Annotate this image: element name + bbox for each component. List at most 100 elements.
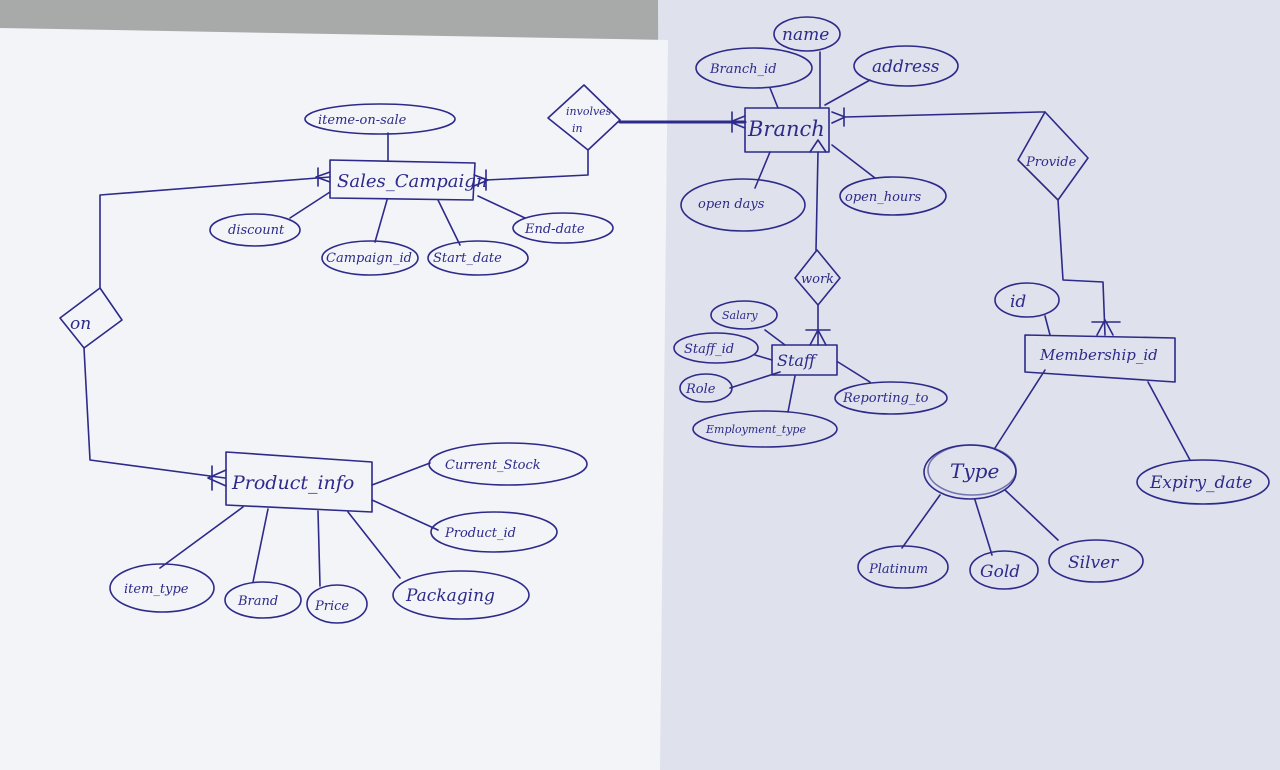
entity-staff: Staff (771, 344, 838, 376)
line-attr-silver (1004, 489, 1059, 541)
attr-employment-type-label: Employment_type (705, 423, 806, 436)
right-paper-sheet (658, 0, 1280, 770)
attr-expiry-date: Expiry_date (1136, 459, 1270, 505)
crowfoot-staff (805, 329, 831, 346)
attr-branch-id-label: Branch_id (709, 62, 777, 77)
entity-membership: Membership_id (1024, 334, 1176, 383)
line-attr-start-date (437, 199, 461, 246)
attr-open-days-label: open days (698, 197, 765, 212)
relationship-provide-label: Provide (1025, 155, 1077, 170)
attr-staff-id-label: Staff_id (684, 342, 734, 357)
crowfoot-campaign-right (473, 169, 489, 191)
connector-lines (83, 51, 1191, 587)
attr-type: Type (923, 444, 1017, 500)
line-attr-campaign-id (374, 199, 388, 243)
crowfoot-branch-right (831, 107, 846, 127)
attr-product-id: Product_id (430, 511, 558, 553)
crowfoot-membership (1091, 319, 1121, 336)
line-on-product (83, 347, 226, 479)
line-attr-gold (974, 499, 993, 556)
line-provide-membership (1057, 199, 1106, 336)
line-attr-type (994, 369, 1046, 449)
relationship-on: on (59, 287, 123, 349)
attr-role: Role (679, 373, 733, 403)
left-paper-sheet (0, 28, 668, 770)
involves-in-line2: in (572, 122, 583, 135)
attr-packaging: Packaging (392, 570, 530, 620)
attr-address-label: address (872, 57, 940, 77)
line-campaign-on (99, 176, 331, 289)
attr-salary: Salary (710, 300, 778, 330)
attr-item-type: item_type (109, 563, 215, 613)
relationship-on-label: on (70, 314, 91, 334)
attr-price-label: Price (314, 599, 349, 614)
line-attr-employment-type (787, 375, 796, 413)
line-attr-current-stock (371, 462, 431, 486)
entity-membership-label: Membership_id (1039, 346, 1158, 364)
relationship-involves-in: involves in (547, 84, 621, 151)
line-attr-packaging (347, 511, 401, 579)
attr-silver-label: Silver (1068, 553, 1119, 573)
attr-start-date: Start_date (427, 240, 529, 276)
line-attr-brand (252, 508, 269, 583)
attr-start-date-label: Start_date (433, 251, 502, 266)
table-surface (0, 0, 660, 40)
attr-discount: discount (209, 213, 301, 247)
line-attr-item-type (159, 506, 244, 569)
attr-employment-type: Employment_type (692, 410, 838, 448)
attr-product-id-label: Product_id (444, 526, 516, 541)
attr-end-date-label: End-date (524, 222, 585, 237)
relationship-involves-in-label: involves in (566, 105, 615, 135)
attr-campaign-id-label: Campaign_id (326, 251, 412, 266)
line-branch-work (815, 151, 819, 251)
attr-gold-label: Gold (980, 562, 1020, 582)
line-campaign-involves (485, 149, 589, 181)
line-attr-product-id (371, 499, 439, 531)
attr-staff-id: Staff_id (673, 332, 759, 364)
attr-brand-label: Brand (237, 594, 278, 609)
crowfoot-branch-left (729, 111, 746, 133)
attr-platinum: Platinum (857, 545, 949, 589)
attr-gold: Gold (969, 550, 1039, 590)
attr-discount-label: discount (228, 223, 285, 238)
attr-campaign-id: Campaign_id (321, 240, 419, 276)
crowfoot-product (207, 465, 227, 491)
attr-id: id (994, 282, 1060, 318)
entity-staff-label: Staff (777, 351, 818, 370)
attr-brand: Brand (224, 581, 302, 619)
attr-expiry-date-label: Expiry_date (1149, 473, 1252, 493)
entity-product-info-label: Product_info (231, 472, 354, 494)
attr-open-hours-label: open_hours (845, 190, 922, 205)
attr-name-label: name (782, 25, 829, 45)
line-attr-end-date (477, 195, 526, 219)
attr-price: Price (306, 584, 368, 624)
attr-items-on-sale-label: iteme-on-sale (318, 113, 407, 128)
attr-open-days: open days (680, 178, 806, 232)
relationship-work-label: work (801, 272, 834, 287)
attr-salary-label: Salary (722, 309, 758, 322)
entity-sales-campaign: Sales_Campaign (329, 159, 487, 201)
attr-platinum-label: Platinum (868, 562, 928, 577)
line-attr-platinum (901, 494, 941, 549)
attr-role-label: Role (685, 382, 716, 397)
line-attr-branch-id (769, 87, 779, 109)
line-attr-staff-id (754, 354, 773, 361)
line-attr-address (824, 79, 871, 106)
entity-branch-label: Branch (747, 117, 825, 141)
attr-type-label: Type (950, 459, 999, 483)
attr-current-stock: Current_Stock (428, 442, 588, 486)
relationship-provide: Provide (1017, 111, 1089, 201)
crowfoot-campaign-left (315, 167, 331, 187)
crowfoot-branch-bottom (809, 139, 827, 153)
attr-item-type-label: item_type (124, 582, 189, 597)
line-branch-provide (844, 111, 1046, 118)
attr-reporting-to: Reporting_to (834, 381, 948, 415)
line-attr-salary (764, 329, 786, 346)
attr-silver: Silver (1048, 539, 1144, 583)
attr-current-stock-label: Current_Stock (445, 458, 541, 473)
line-attr-expiry-date (1147, 381, 1191, 461)
involves-in-line1: involves (566, 105, 612, 118)
attr-name: name (773, 16, 841, 52)
line-attr-price (317, 510, 321, 587)
